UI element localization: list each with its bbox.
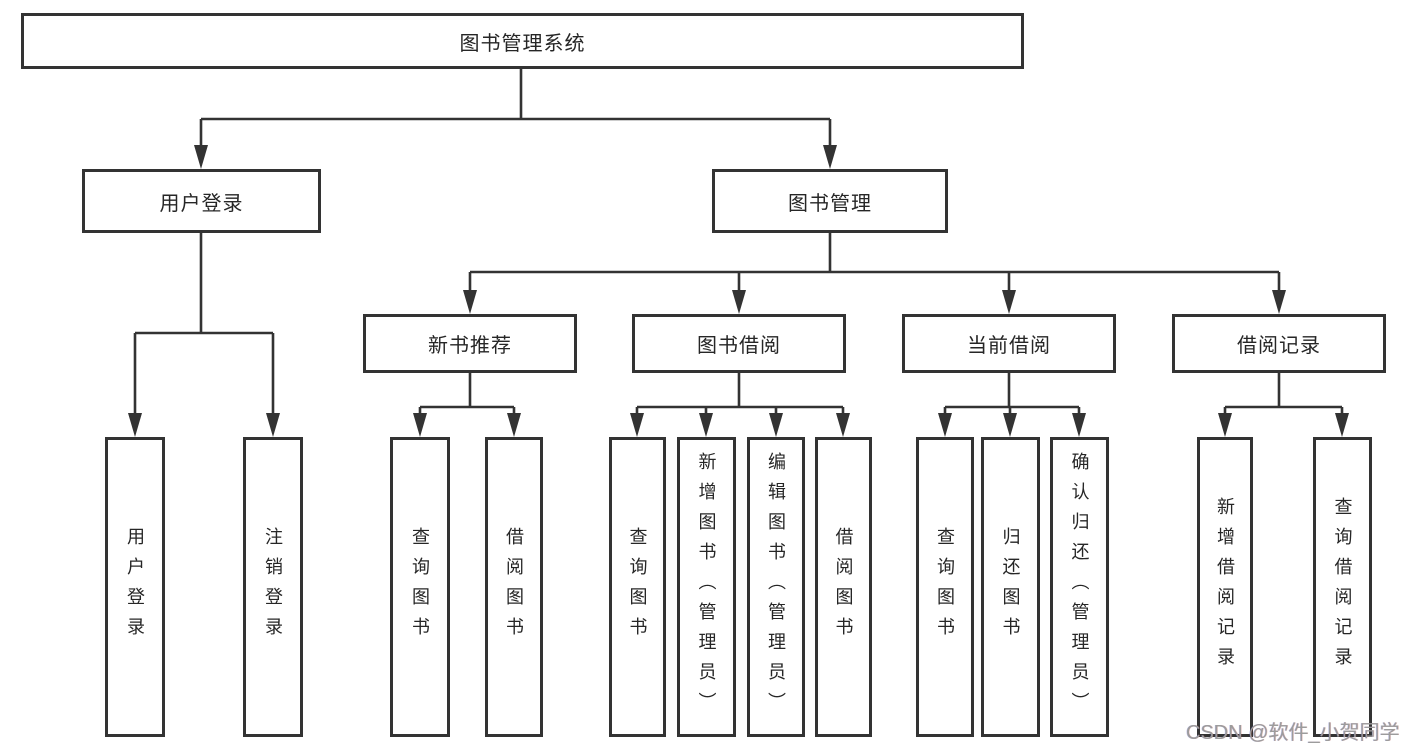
node-leaf-logout: 注销登录	[243, 437, 303, 737]
node-label: 当前借阅	[967, 335, 1051, 357]
node-leaf-return-books: 归还图书	[981, 437, 1040, 737]
node-label: 新书推荐	[428, 335, 512, 357]
node-label: 新增图书（管理员）	[696, 452, 717, 722]
node-leaf-query-books-2: 查询图书	[609, 437, 666, 737]
node-label: 查询图书	[627, 527, 648, 647]
node-new-book-recommend: 新书推荐	[363, 314, 577, 373]
node-label: 用户登录	[159, 192, 244, 215]
node-leaf-edit-books-admin: 编辑图书（管理员）	[747, 437, 805, 737]
node-user-login: 用户登录	[82, 169, 321, 233]
node-label: 查询图书	[410, 527, 430, 647]
node-label: 确认归还（管理员）	[1069, 452, 1090, 722]
node-leaf-borrow-books-2: 借阅图书	[815, 437, 872, 737]
node-label: 图书管理	[788, 192, 872, 215]
node-leaf-query-books-3: 查询图书	[916, 437, 974, 737]
node-leaf-borrow-books-1: 借阅图书	[485, 437, 543, 737]
node-book-borrow: 图书借阅	[632, 314, 846, 373]
node-label: 新增借阅记录	[1215, 497, 1235, 677]
node-current-borrow: 当前借阅	[902, 314, 1116, 373]
node-label: 借阅图书	[833, 527, 854, 647]
node-label: 归还图书	[1000, 527, 1021, 647]
node-label: 图书管理系统	[459, 32, 586, 55]
watermark: CSDN @软件_小贺同学	[1186, 722, 1400, 744]
node-leaf-add-borrow-record: 新增借阅记录	[1197, 437, 1253, 737]
node-label: 借阅记录	[1237, 335, 1321, 357]
node-leaf-query-borrow-record: 查询借阅记录	[1313, 437, 1372, 737]
node-label: 借阅图书	[504, 527, 524, 647]
node-leaf-add-books-admin: 新增图书（管理员）	[677, 437, 736, 737]
node-book-management: 图书管理	[712, 169, 948, 233]
node-leaf-confirm-return-admin: 确认归还（管理员）	[1050, 437, 1109, 737]
node-label: 查询借阅记录	[1332, 497, 1353, 677]
node-borrow-record: 借阅记录	[1172, 314, 1386, 373]
node-label: 查询图书	[935, 527, 955, 647]
node-leaf-query-books-1: 查询图书	[390, 437, 450, 737]
node-root: 图书管理系统	[21, 13, 1024, 69]
node-leaf-user-login: 用户登录	[105, 437, 165, 737]
node-label: 编辑图书（管理员）	[766, 452, 786, 722]
node-label: 用户登录	[125, 527, 145, 647]
node-label: 图书借阅	[697, 335, 781, 357]
node-label: 注销登录	[263, 527, 283, 647]
